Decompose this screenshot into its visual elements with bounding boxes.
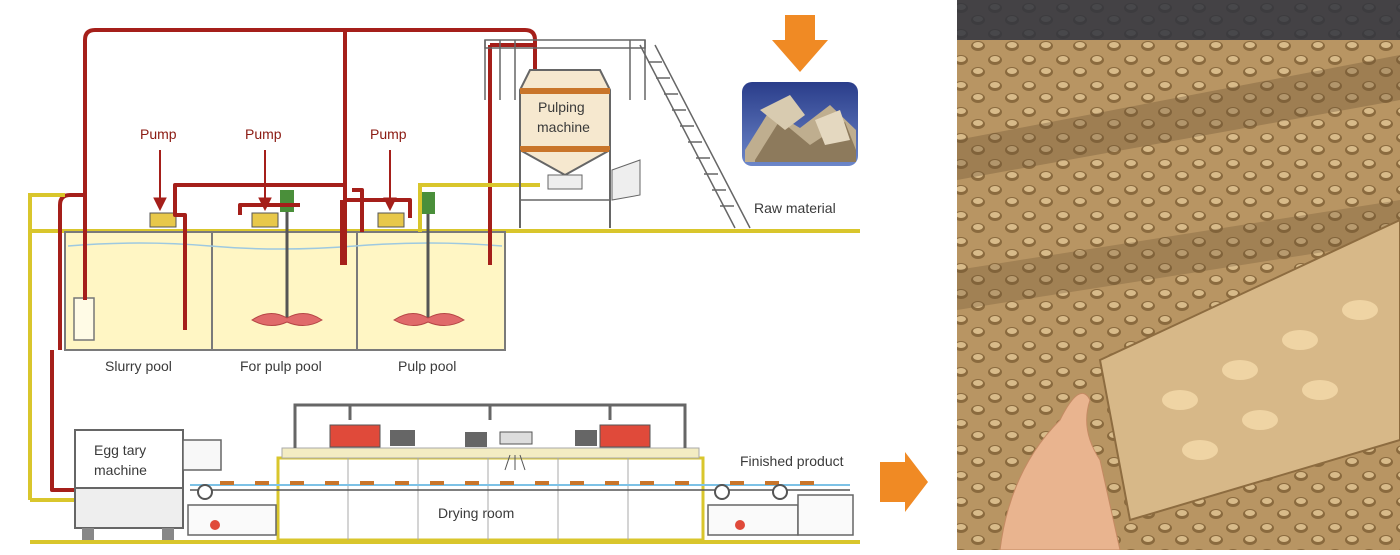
- pool-group: [64, 190, 506, 351]
- pulping-machine: [484, 39, 646, 228]
- raw-material-down-arrow: [772, 15, 828, 72]
- slurry-pool-label: Slurry pool: [105, 358, 172, 374]
- drying-room: [276, 403, 705, 542]
- egg-tray-machine-label-line1: Egg tary: [94, 442, 146, 458]
- pump-label-3: Pump: [370, 126, 407, 142]
- raw-material-photo: [742, 82, 858, 166]
- egg-tray-machine: [74, 429, 222, 540]
- raw-material-label: Raw material: [754, 200, 836, 216]
- egg-tray-stack-photo: [957, 0, 1400, 551]
- pulping-machine-label-line2: machine: [537, 119, 590, 135]
- access-stairs: [639, 44, 751, 229]
- for-pulp-pool-label: For pulp pool: [240, 358, 322, 374]
- pulping-machine-label-line1: Pulping: [538, 99, 585, 115]
- pump-label-2: Pump: [245, 126, 282, 142]
- egg-tray-machine-label-line2: machine: [94, 462, 147, 478]
- pump-arrows: [153, 150, 397, 212]
- conveyor-line: [187, 481, 854, 536]
- diagram-labels: Pump Pump Pump Pulping machine Raw mater…: [94, 99, 844, 521]
- yellow-pipe-network: [28, 183, 540, 502]
- agitator-2: [393, 192, 465, 326]
- pump-label-1: Pump: [140, 126, 177, 142]
- drying-room-label: Drying room: [438, 505, 514, 521]
- finished-product-label: Finished product: [740, 453, 844, 469]
- pulp-pool-label: Pulp pool: [398, 358, 456, 374]
- process-right-arrow: [880, 452, 928, 512]
- red-pipe-network: [50, 28, 537, 492]
- pump-units: [149, 212, 405, 228]
- filter-box: [73, 297, 95, 341]
